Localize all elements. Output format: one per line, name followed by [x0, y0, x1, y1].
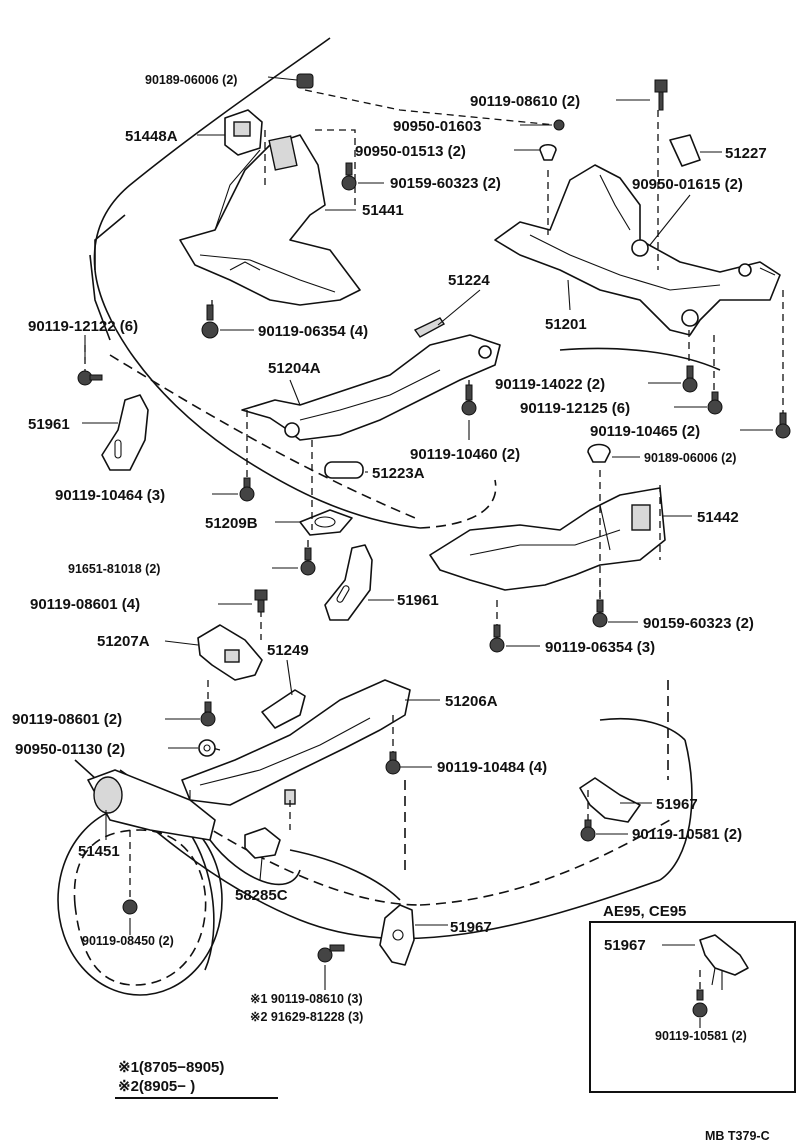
bolt-icon — [77, 370, 103, 386]
nut-icon — [631, 239, 649, 257]
inset-box — [589, 921, 796, 1093]
bolt-icon — [461, 384, 477, 416]
label-91651-81018: 91651-81018 (2) — [68, 562, 160, 576]
label-90119-06354-4: 90119-06354 (4) — [258, 323, 368, 340]
bolt-icon — [122, 899, 138, 915]
label-90119-08610-top: 90119-08610 (2) — [470, 93, 580, 110]
part-51967-right — [579, 777, 641, 823]
part-51224 — [413, 317, 446, 338]
part-51206A — [181, 679, 411, 806]
label-51448A: 51448A — [125, 128, 178, 145]
label-51967-right: 51967 — [656, 796, 698, 813]
legend-line-1: ※1(8705−8905) — [118, 1059, 224, 1076]
label-90119-10581-right: 90119-10581 (2) — [632, 826, 742, 843]
part-51223A — [324, 461, 364, 479]
bolt-icon — [654, 79, 668, 111]
nut-icon — [587, 443, 611, 463]
bolt-icon — [682, 365, 698, 393]
label-90119-06354-3: 90119-06354 (3) — [545, 639, 655, 656]
washer-icon — [198, 739, 216, 757]
bolt-icon — [296, 73, 314, 89]
part-51249 — [261, 689, 306, 729]
label-51227: 51227 — [725, 145, 767, 162]
label-90119-08601-2: 90119-08601 (2) — [12, 711, 122, 728]
part-51442 — [429, 470, 666, 600]
bolt-icon — [200, 701, 216, 727]
part-51961-left — [101, 394, 149, 471]
part-58285C — [244, 827, 281, 859]
part-51209B — [299, 509, 353, 536]
label-51206A: 51206A — [445, 693, 498, 710]
label-90159-60323-top: 90159-60323 (2) — [390, 175, 501, 192]
label-51441: 51441 — [362, 202, 404, 219]
label-51224: 51224 — [448, 272, 490, 289]
bolt-icon — [775, 412, 791, 439]
label-90119-12125: 90119-12125 (6) — [520, 400, 630, 417]
part-51448A — [224, 109, 263, 156]
diagram-code: MB T379-C — [705, 1129, 770, 1143]
bolt-icon — [300, 547, 316, 576]
bolt-icon — [580, 819, 596, 842]
labels: 90189-06006 (2) 51448A 90950-01603 90950… — [12, 73, 770, 1143]
label-90189-06006-mid: 90189-06006 (2) — [644, 451, 736, 465]
bolt-icon — [254, 589, 268, 613]
legend-line-2: ※2(8905− ) — [118, 1078, 195, 1095]
label-58285C: 58285C — [235, 887, 288, 904]
part-51451 — [87, 769, 216, 841]
bolt-icon — [592, 599, 608, 628]
label-51442: 51442 — [697, 509, 739, 526]
label-90950-01130: 90950-01130 (2) — [15, 741, 125, 758]
label-51249: 51249 — [267, 642, 309, 659]
inset-title: AE95, CE95 — [603, 903, 686, 920]
label-90950-01513: 90950-01513 (2) — [355, 143, 466, 160]
label-51201: 51201 — [545, 316, 587, 333]
nut-icon — [553, 119, 565, 131]
bolt-icon — [317, 944, 345, 963]
part-51227 — [669, 134, 701, 167]
nut-icon — [539, 143, 557, 161]
label-51207A: 51207A — [97, 633, 150, 650]
label-90159-60323-mid: 90159-60323 (2) — [643, 615, 754, 632]
label-90119-10484: 90119-10484 (4) — [437, 759, 547, 776]
label-51451: 51451 — [78, 843, 120, 860]
bolt-icon — [239, 477, 255, 502]
label-90119-12122: 90119-12122 (6) — [28, 318, 138, 335]
label-51961-mid: 51961 — [397, 592, 439, 609]
bolt-icon — [489, 624, 505, 653]
label-note2-bolt: ※2 91629-81228 (3) — [250, 1010, 363, 1024]
label-51209B: 51209B — [205, 515, 258, 532]
label-51961-left: 51961 — [28, 416, 70, 433]
inset-bolt-label: 90119-10581 (2) — [655, 1029, 747, 1043]
part-51207A — [197, 624, 263, 681]
bolt-icon — [707, 391, 723, 415]
label-90119-10465: 90119-10465 (2) — [590, 423, 700, 440]
part-51961-mid — [324, 544, 373, 621]
label-90950-01603: 90950-01603 — [393, 118, 481, 135]
label-51204A: 51204A — [268, 360, 321, 377]
part-51967-bottom — [379, 904, 415, 966]
fasteners — [77, 73, 791, 963]
label-90119-08601-4: 90119-08601 (4) — [30, 596, 140, 613]
bolt-icon — [201, 304, 219, 339]
label-51223A: 51223A — [372, 465, 425, 482]
label-90189-06006-top: 90189-06006 (2) — [145, 73, 237, 87]
label-90119-14022: 90119-14022 (2) — [495, 376, 605, 393]
part-51441 — [179, 129, 361, 306]
leader-lines — [82, 76, 773, 990]
label-90119-08450: 90119-08450 (2) — [82, 934, 174, 948]
part-51204A — [241, 334, 501, 441]
label-51967-bottom: 51967 — [450, 919, 492, 936]
label-90950-01615: 90950-01615 (2) — [632, 176, 743, 193]
label-90119-10460: 90119-10460 (2) — [410, 446, 520, 463]
label-note1-bolt: ※1 90119-08610 (3) — [250, 992, 363, 1006]
part-51201 — [494, 110, 781, 336]
label-90119-10464: 90119-10464 (3) — [55, 487, 165, 504]
inset-part-label: 51967 — [604, 937, 646, 954]
guide-lines — [84, 89, 784, 905]
bolt-icon — [341, 162, 357, 191]
bolt-icon — [385, 751, 401, 775]
